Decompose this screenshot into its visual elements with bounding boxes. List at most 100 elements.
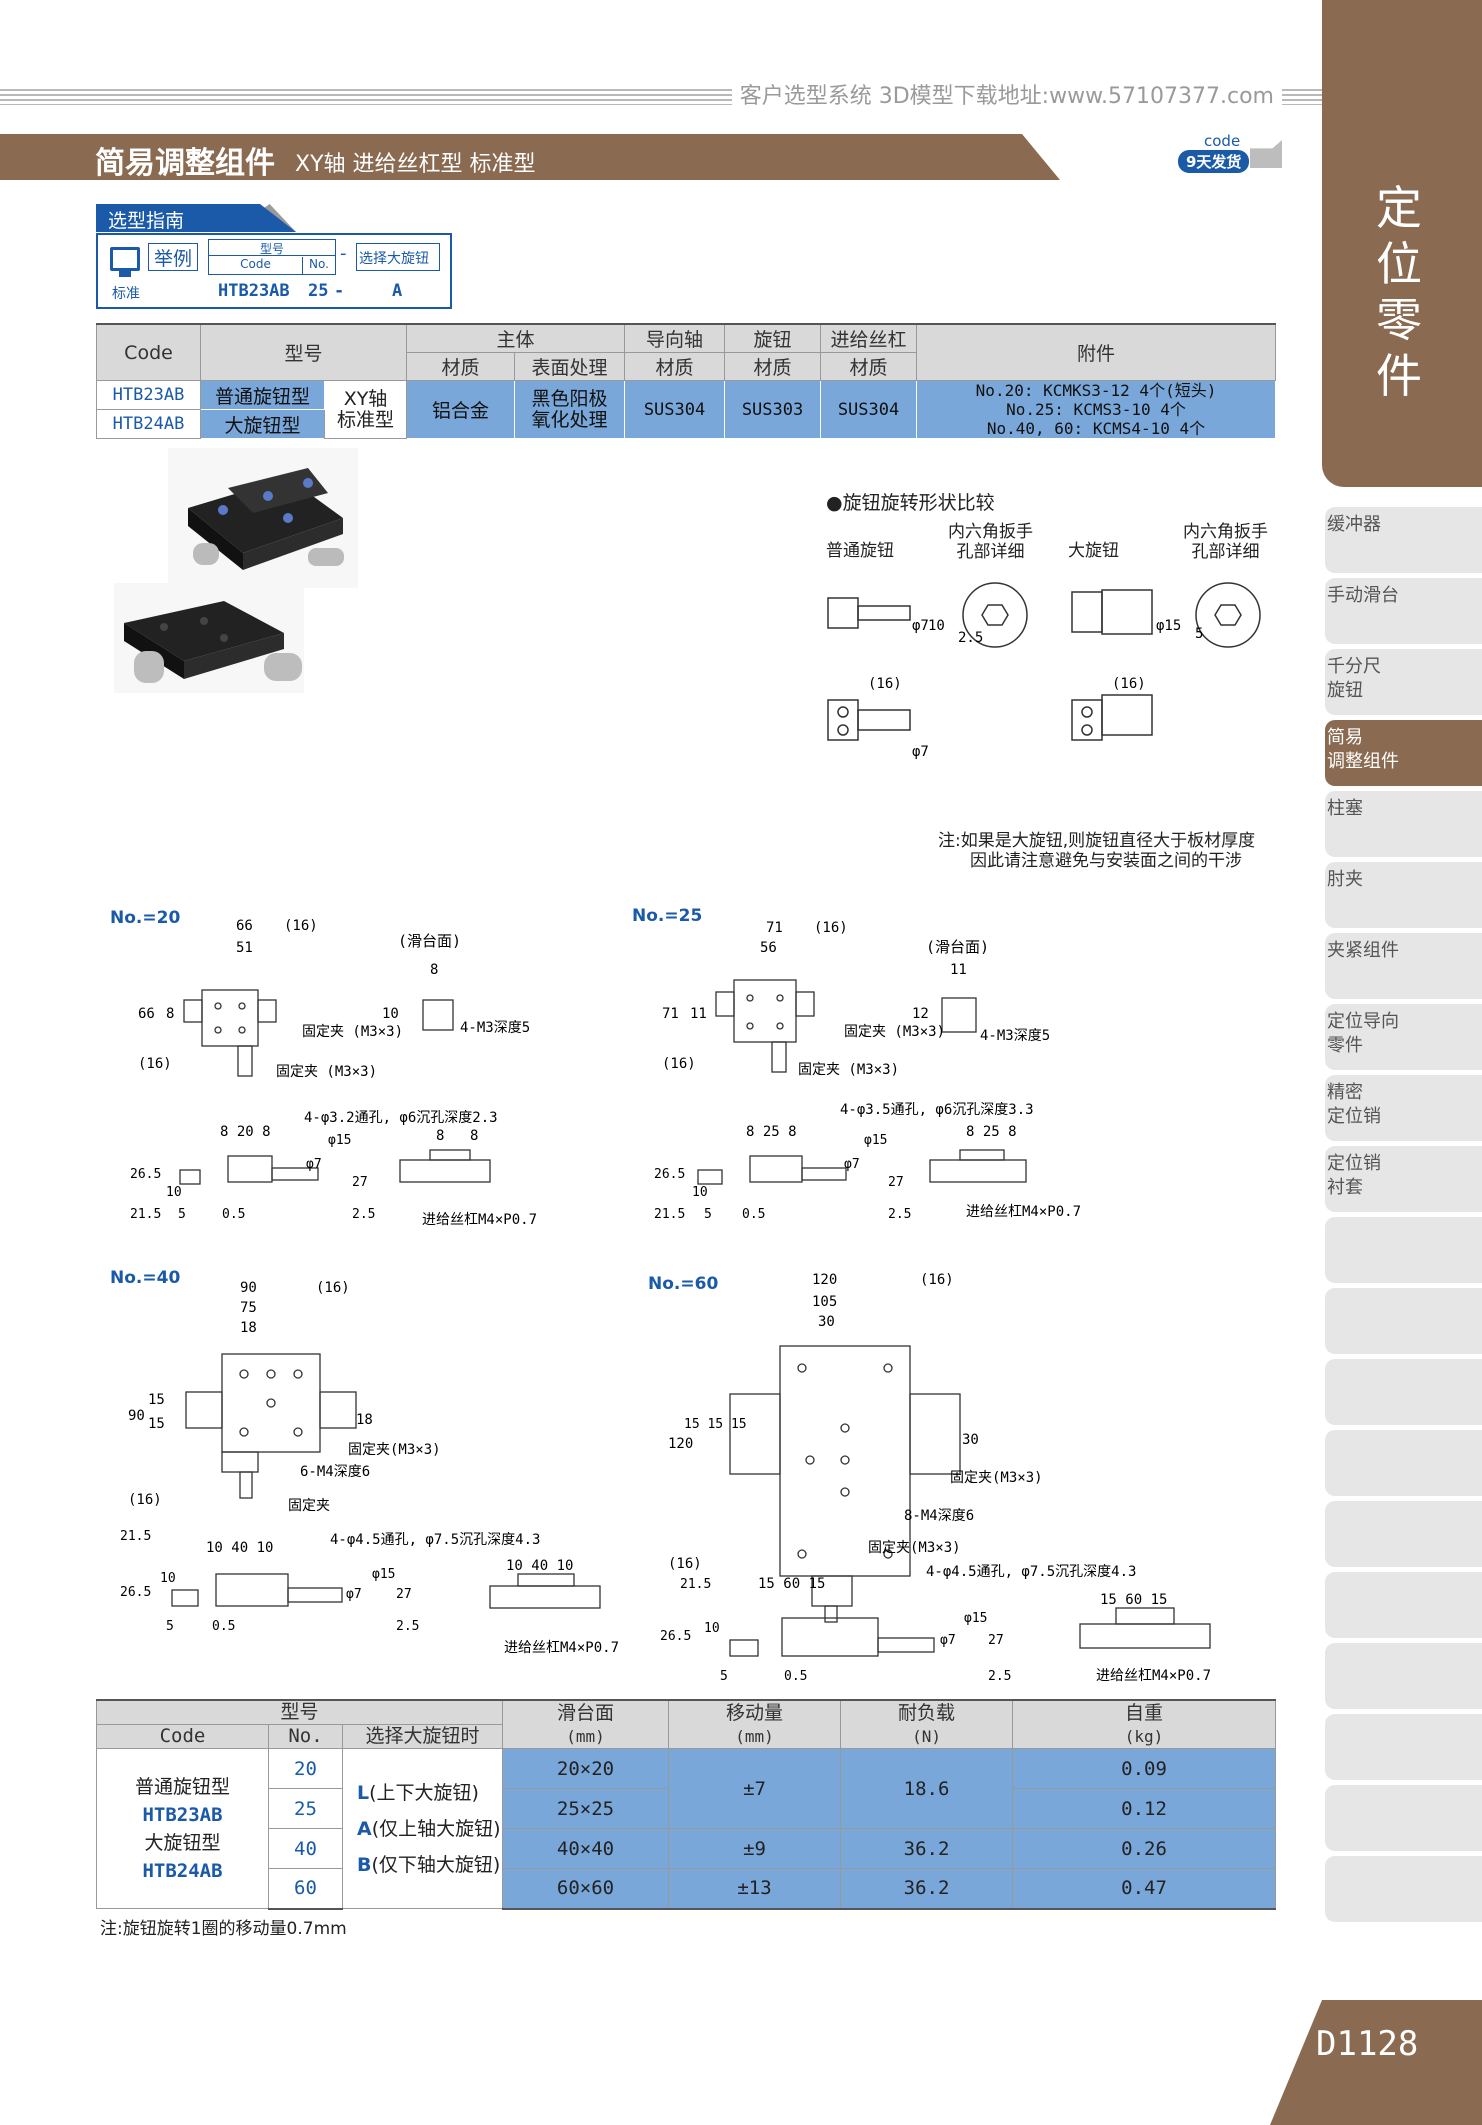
side-tab-empty <box>1325 1359 1482 1425</box>
spec-surface: 黑色阳极 氧化处理 <box>514 380 626 439</box>
bt-surface: 40×40 <box>502 1828 670 1869</box>
no25-d15: φ15 <box>864 1133 887 1148</box>
no60-h3: 10 <box>704 1621 720 1636</box>
bt-h-travel: 移动量(mm) <box>668 1699 842 1749</box>
no40-h2: 21.5 <box>120 1529 151 1544</box>
bt-h-knob: 选择大旋钮时 <box>341 1724 504 1749</box>
no25-table-title: (滑台面) <box>926 938 989 956</box>
side-tab[interactable]: 柱塞 <box>1325 791 1482 857</box>
side-tab[interactable]: 精密 定位销 <box>1325 1075 1482 1141</box>
no25-screw: 进给丝杠M4×P0.7 <box>966 1204 1081 1220</box>
bt-code-cell: 普通旋钮型 HTB23AB 大旋钮型 HTB24AB <box>96 1748 269 1909</box>
guide-standard: 标准 <box>112 286 140 302</box>
guide-example-dash: - <box>334 281 345 301</box>
bt-load: 36.2 <box>840 1868 1014 1910</box>
no25-d27: 27 <box>888 1175 904 1190</box>
no40-s2: 15 <box>148 1416 165 1432</box>
no25-h4: 5 <box>704 1207 712 1222</box>
side-tab[interactable]: 千分尺 旋钮 <box>1325 649 1482 715</box>
side-tab[interactable]: 夹紧组件 <box>1325 933 1482 999</box>
no40-bot: (16) <box>128 1492 162 1508</box>
no20-d25: 2.5 <box>352 1207 375 1222</box>
guide-example-code: HTB23AB <box>218 281 290 301</box>
no60-s1: 15 15 15 <box>684 1417 747 1432</box>
bt-surface: 20×20 <box>502 1748 670 1789</box>
spec-model-1: 普通旋钮型 <box>200 380 325 410</box>
no40-hole: 4-φ4.5通孔, φ7.5沉孔深度4.3 <box>330 1532 540 1548</box>
no25-clamp2: 固定夹 (M3×3) <box>798 1062 899 1078</box>
delivery-badge: code 9天发货 <box>1172 132 1282 180</box>
bt-h-travel-text: 移动量 <box>726 1701 784 1724</box>
side-tab-label: 定位导向 零件 <box>1327 1011 1399 1056</box>
bt-knob-key: B <box>357 1853 372 1876</box>
bt-surface: 25×25 <box>502 1788 670 1829</box>
bt-knob-option: A(仅上轴大旋钮) <box>357 1811 502 1847</box>
no60-d15: φ15 <box>964 1611 987 1626</box>
side-tab-label: 简易 调整组件 <box>1327 727 1399 772</box>
spec-type: XY轴 标准型 <box>323 380 408 439</box>
drawing-no25: 71 56 (16) 71 11 (16) (滑台面) 11 12 4-M3深度… <box>654 920 1081 1222</box>
no40-d27: 27 <box>396 1587 412 1602</box>
side-tab[interactable]: 缓冲器 <box>1325 507 1482 573</box>
bottom-note: 注:旋钮旋转1圈的移动量0.7mm <box>100 1919 347 1939</box>
side-tab[interactable]: 简易 调整组件 <box>1325 720 1482 786</box>
bt-travel: ±7 <box>668 1748 842 1829</box>
no25-h3: 10 <box>692 1185 708 1200</box>
product-photo-normal <box>168 448 358 588</box>
no40-d18: 18 <box>356 1412 373 1428</box>
no60-w3: (16) <box>920 1272 954 1288</box>
bt-h-travel-unit: (mm) <box>735 1726 774 1746</box>
no20-h: 66 <box>138 1006 155 1022</box>
side-tab[interactable]: 定位导向 零件 <box>1325 1004 1482 1070</box>
bt-code-line: 普通旋钮型 <box>134 1775 230 1798</box>
no40-w3: (16) <box>316 1280 350 1296</box>
bt-load: 36.2 <box>840 1828 1014 1869</box>
no60-w2: 105 <box>812 1294 837 1310</box>
no60-top: 15 60 15 <box>758 1576 825 1592</box>
spec-h-knob: 旋钮 <box>724 323 822 353</box>
code-label: code <box>1204 132 1241 150</box>
bt-no: 25 <box>268 1788 343 1829</box>
guide-example-no: 25 <box>308 281 329 301</box>
no60-h4: 5 <box>720 1669 728 1684</box>
bt-h-load: 耐负载(N) <box>840 1699 1014 1749</box>
bt-knob-text: (仅下轴大旋钮) <box>371 1853 501 1876</box>
bt-knob-key: L <box>357 1781 370 1804</box>
no25-h5: 0.5 <box>742 1207 765 1222</box>
side-tab-label: 精密 定位销 <box>1327 1082 1381 1127</box>
side-tab-label: 夹紧组件 <box>1327 940 1399 961</box>
no20-s: 8 <box>166 1006 174 1022</box>
no60-h: 120 <box>668 1436 693 1452</box>
no40-screw: 进给丝杠M4×P0.7 <box>504 1640 619 1656</box>
example-label: 举例 <box>148 243 198 271</box>
side-tab-empty <box>1325 1501 1482 1567</box>
no60-bot: (16) <box>668 1556 702 1572</box>
spec-acc-line: No.25: KCMS3-10 4个 <box>1006 400 1186 419</box>
hex-detail-label: 内六角扳手 孔部详细 <box>948 522 1033 562</box>
monitor-stand-icon <box>119 271 131 277</box>
bt-code-line: 大旋钮型 <box>144 1831 221 1854</box>
top-banner: 客户选型系统 3D模型下载地址:www.57107377.com <box>0 86 1322 108</box>
no40-h3: 10 <box>160 1571 176 1586</box>
side-tab[interactable]: 手动滑台 <box>1325 578 1482 644</box>
no60-d30: 30 <box>962 1432 979 1448</box>
no25-w3: (16) <box>814 920 848 936</box>
side-tab-empty <box>1325 1714 1482 1780</box>
spec-table: Code 型号 主体 导向轴 旋钮 进给丝杠 附件 材质 表面处理 材质 材质 … <box>96 323 1276 439</box>
no25-tbh: 12 <box>912 1006 929 1022</box>
side-tab-empty <box>1325 1288 1482 1354</box>
no25-bot: (16) <box>662 1056 696 1072</box>
side-tab-empty <box>1325 1785 1482 1851</box>
knob-large-label: 大旋钮 <box>1068 541 1119 561</box>
side-tab[interactable]: 肘夹 <box>1325 862 1482 928</box>
no20-w1: 66 <box>236 918 253 934</box>
no40-s1: 15 <box>148 1392 165 1408</box>
no40-w1: 90 <box>240 1280 257 1296</box>
dim-16a: (16) <box>868 676 902 692</box>
no40-d15: φ15 <box>372 1567 395 1582</box>
no25-s: 11 <box>690 1006 707 1022</box>
no40-h1: 26.5 <box>120 1585 151 1600</box>
no60-hole: 4-φ4.5通孔, φ7.5沉孔深度4.3 <box>926 1564 1136 1580</box>
side-tab[interactable]: 定位销 衬套 <box>1325 1146 1482 1212</box>
page-number-text: D1128 <box>1316 2024 1419 2064</box>
